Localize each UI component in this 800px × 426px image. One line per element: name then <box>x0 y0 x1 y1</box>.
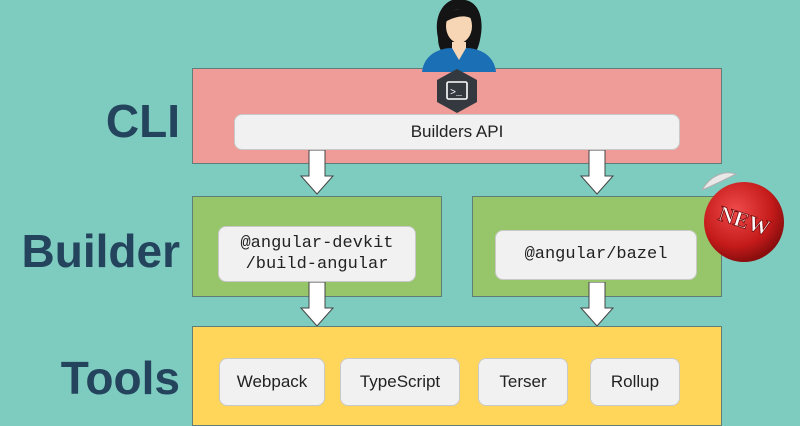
devkit-line2: /build-angular <box>245 255 389 274</box>
devkit-builder-box: @angular-devkit /build-angular <box>218 226 416 282</box>
arrow-down-icon <box>580 282 614 327</box>
devkit-line1: @angular-devkit <box>240 233 394 253</box>
builder-row-label: Builder <box>21 225 180 277</box>
tool-webpack-label: Webpack <box>236 372 308 391</box>
user-avatar <box>422 0 496 72</box>
terminal-icon: >_ <box>437 69 477 113</box>
tool-webpack: Webpack <box>219 358 325 406</box>
bazel-builder-box: @angular/bazel <box>495 230 697 280</box>
tool-terser: Terser <box>478 358 568 406</box>
tool-terser-label: Terser <box>499 372 547 391</box>
new-badge-icon: NEW <box>700 172 784 262</box>
tools-row-label: Tools <box>60 352 180 404</box>
builders-api-label: Builders API <box>410 122 504 141</box>
tool-typescript: TypeScript <box>340 358 460 406</box>
tool-rollup-label: Rollup <box>610 372 660 391</box>
builders-api-box: Builders API <box>234 114 680 150</box>
arrow-down-icon <box>300 150 334 195</box>
arrow-down-icon <box>580 150 614 195</box>
cli-row-label: CLI <box>105 95 180 147</box>
bazel-label: @angular/bazel <box>524 245 668 265</box>
arrow-down-icon <box>300 282 334 327</box>
tool-rollup: Rollup <box>590 358 680 406</box>
tool-typescript-label: TypeScript <box>359 372 441 391</box>
terminal-glyph: >_ <box>450 88 463 99</box>
